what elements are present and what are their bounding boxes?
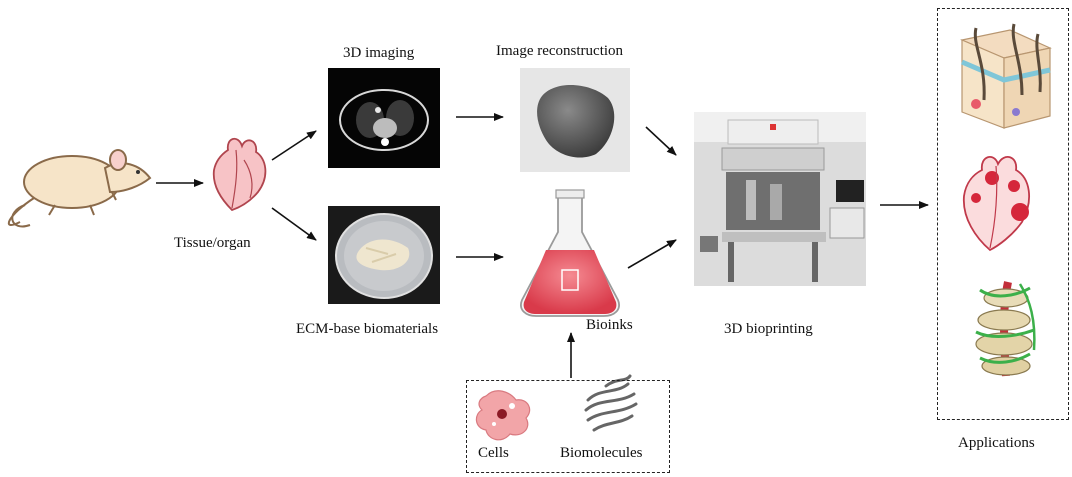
- label-image-reconstruction: Image reconstruction: [496, 43, 624, 59]
- components-box: [466, 380, 670, 473]
- label-biomolecules: Biomolecules: [560, 445, 643, 461]
- heart-model-icon: [963, 156, 1030, 252]
- arrow-organ-to-imaging: [271, 130, 317, 161]
- flask-icon: [520, 189, 620, 317]
- spine-model-icon: [975, 281, 1036, 377]
- petri-dish-image: [328, 206, 440, 304]
- label-bioinks: Bioinks: [586, 317, 633, 333]
- arrows: [156, 113, 929, 378]
- label-cells: Cells: [478, 445, 509, 461]
- label-ecm-biomaterials: ECM-base biomaterials: [296, 321, 439, 337]
- label-applications: Applications: [958, 435, 1035, 451]
- skin-tissue-icon: [960, 23, 1052, 129]
- ct-scan-image: [328, 68, 440, 168]
- bioprinter-image: [694, 112, 866, 286]
- heart-icon: [212, 137, 267, 212]
- label-3d-bioprinting: 3D bioprinting: [724, 321, 813, 337]
- label-3d-imaging: 3D imaging: [343, 45, 415, 61]
- applications-box: [937, 8, 1069, 420]
- arrow-reconstruction-to-printer: [645, 126, 677, 156]
- arrow-bioinks-to-printer: [627, 239, 677, 269]
- mouse-icon: [7, 149, 152, 228]
- label-tissue-organ: Tissue/organ: [174, 235, 251, 251]
- arrow-organ-to-ecm: [271, 207, 317, 241]
- cell-icon: [475, 390, 531, 441]
- reconstructed-model-image: [520, 68, 630, 172]
